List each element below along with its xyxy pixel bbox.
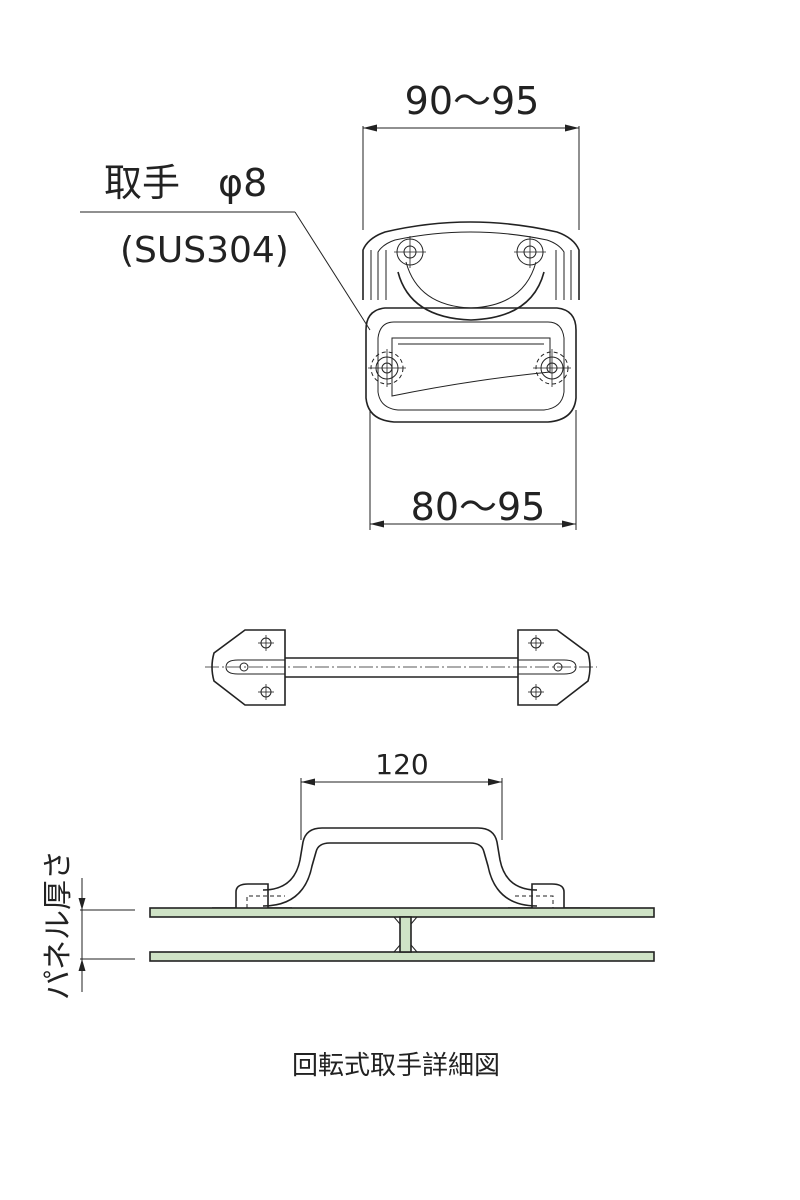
material-callout: 取手 φ8 (SUS304) (80, 161, 371, 331)
dimension-bottom-text: 80～95 (411, 485, 546, 529)
top-view: 90～95 取手 φ8 (SUS304) (80, 79, 580, 530)
drawing-caption: 回転式取手詳細図 (292, 1051, 500, 1081)
dimension-bottom: 80～95 (369, 410, 577, 530)
callout-material: (SUS304) (120, 230, 289, 271)
screw-top-right (514, 236, 546, 268)
dimension-top-text: 90～95 (405, 79, 540, 123)
screw-top-left (394, 236, 426, 268)
screw-bottom-left (368, 349, 406, 387)
side-view: 120 パネル厚さ (41, 748, 655, 1000)
handle-profile (212, 827, 590, 909)
callout-title: 取手 φ8 (104, 161, 267, 205)
handle-rod-plan (285, 657, 518, 678)
panel-section (149, 907, 655, 962)
dimension-span-text: 120 (375, 748, 428, 781)
bracket-right (517, 629, 591, 706)
handle-base-plate (362, 221, 580, 321)
dimension-span: 120 (300, 748, 503, 840)
bracket-left (211, 629, 286, 706)
screw-bottom-right (533, 349, 571, 387)
panel-thickness-label: パネル厚さ (41, 850, 76, 1000)
plan-view (205, 629, 597, 706)
panel-thickness-dimension: パネル厚さ (41, 850, 135, 1000)
dimension-top: 90～95 (362, 79, 580, 230)
